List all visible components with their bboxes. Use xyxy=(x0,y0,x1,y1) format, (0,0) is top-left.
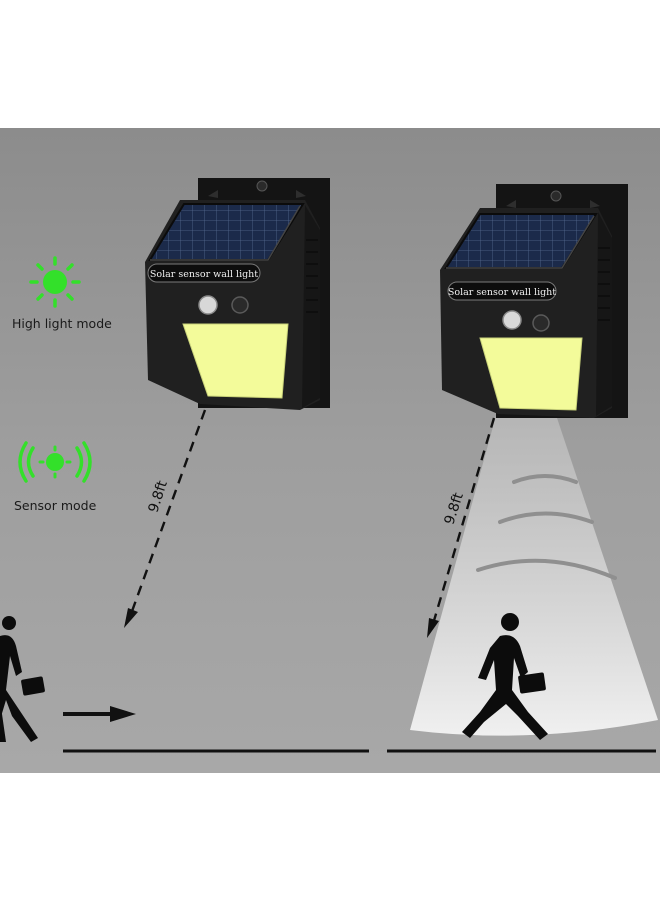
sun-icon xyxy=(29,256,81,308)
lamp-label: Solar sensor wall light xyxy=(448,287,556,298)
pir-sensor xyxy=(502,310,522,330)
pir-sensor xyxy=(198,295,218,315)
sensor-mode-label: Sensor mode xyxy=(14,498,97,513)
sensor-wave xyxy=(512,474,578,484)
led-panel xyxy=(182,323,289,399)
led-panel xyxy=(479,337,583,411)
motion-arrow-head xyxy=(110,706,136,722)
high-light-mode-label: High light mode xyxy=(12,316,112,331)
walking-person xyxy=(0,616,45,742)
walking-person xyxy=(462,613,548,740)
distance-arrow xyxy=(427,417,496,638)
light-beam xyxy=(410,412,658,736)
sensor-wave xyxy=(498,511,594,524)
sensor-wave xyxy=(476,558,617,580)
label-plate xyxy=(447,281,557,301)
solar-wall-light: Solar sensor wall light xyxy=(440,184,628,418)
lamp-label: Solar sensor wall light xyxy=(150,269,258,280)
solar-wall-light: Solar sensor wall light xyxy=(145,178,330,410)
label-plate xyxy=(147,263,261,283)
distance-arrow xyxy=(124,409,207,628)
light-sensor xyxy=(231,296,249,314)
side-fins xyxy=(598,247,610,321)
sensor-waves-icon xyxy=(18,441,92,483)
light-sensor xyxy=(532,314,550,332)
side-fins xyxy=(306,239,318,313)
